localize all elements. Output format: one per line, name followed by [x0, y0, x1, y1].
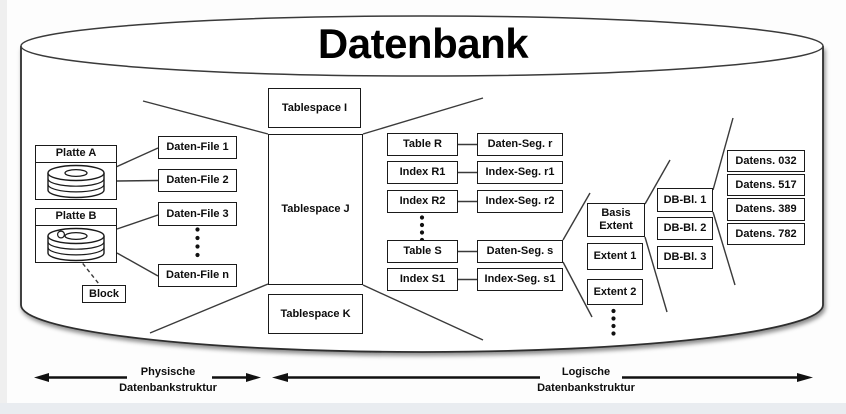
database-cylinder-top — [20, 15, 824, 77]
index-r2-box: Index R2 — [387, 190, 458, 213]
extent-1-box: Extent 1 — [587, 243, 643, 270]
extent-2-box: Extent 2 — [587, 279, 643, 305]
index-seg-r1-box: Index-Seg. r1 — [477, 161, 563, 184]
tablespace-i-box: Tablespace I — [268, 88, 361, 128]
daten-file-1-box: Daten-File 1 — [158, 136, 237, 159]
legend-logical-line2: Datenbankstruktur — [537, 381, 635, 394]
record-032-box: Datens. 032 — [727, 150, 805, 172]
page-edge-left — [0, 0, 7, 414]
connector-lines — [115, 97, 736, 341]
block-box: Block — [82, 285, 126, 303]
table-r-box: Table R — [387, 133, 458, 156]
legend-physical-line2: Datenbankstruktur — [119, 381, 217, 394]
platte-b-label: Platte B — [36, 209, 116, 226]
platte-a-label: Platte A — [36, 146, 116, 163]
record-389-box: Datens. 389 — [727, 198, 805, 221]
disk-block-marker-icon — [57, 230, 66, 239]
basis-extent-box: Basis Extent — [587, 203, 645, 237]
db-block-3-box: DB-Bl. 3 — [657, 246, 713, 269]
daten-seg-r-box: Daten-Seg. r — [477, 133, 563, 156]
daten-file-2-box: Daten-File 2 — [158, 169, 237, 192]
db-block-1-box: DB-Bl. 1 — [657, 188, 713, 212]
index-seg-s1-box: Index-Seg. s1 — [477, 268, 563, 291]
disk-stack-icon — [47, 164, 105, 199]
daten-file-n-box: Daten-File n — [158, 264, 237, 287]
legend-logical-line1: Logische — [561, 366, 611, 378]
index-r1-box: Index R1 — [387, 161, 458, 184]
legend-logical: Logische Datenbankstruktur — [521, 365, 651, 396]
tablespace-k-box: Tablespace K — [268, 294, 363, 334]
index-seg-r2-box: Index-Seg. r2 — [477, 190, 563, 213]
diagram-title: Datenbank — [317, 20, 529, 67]
ellipsis-dots — [195, 215, 616, 336]
db-block-2-box: DB-Bl. 2 — [657, 217, 713, 240]
disk-stack-icon — [47, 227, 105, 262]
table-s-box: Table S — [387, 240, 458, 263]
tablespace-j-box: Tablespace J — [268, 134, 363, 285]
platte-a-box: Platte A — [35, 145, 117, 200]
page-edge-bottom — [0, 403, 846, 414]
platte-b-box: Platte B — [35, 208, 117, 263]
record-517-box: Datens. 517 — [727, 174, 805, 196]
legend-arrows — [34, 373, 813, 382]
daten-file-3-box: Daten-File 3 — [158, 202, 237, 226]
legend-physical: Physische Datenbankstruktur — [103, 365, 233, 396]
legend-physical-line1: Physische — [140, 366, 196, 378]
record-782-box: Datens. 782 — [727, 223, 805, 245]
daten-seg-s-box: Daten-Seg. s — [477, 240, 563, 263]
index-s1-box: Index S1 — [387, 268, 458, 291]
